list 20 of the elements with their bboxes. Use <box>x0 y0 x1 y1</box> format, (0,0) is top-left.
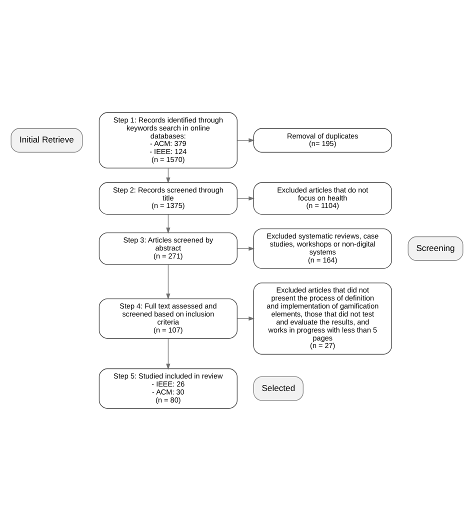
node-box: Removal of duplicates (n= 195) <box>253 128 392 152</box>
node-box: Step 4: Full text assessed and screened based on inclusion criteria (n = 107) <box>98 298 238 338</box>
node-box: Selected <box>253 376 304 400</box>
node-box: Initial Retrieve <box>10 128 83 152</box>
node-box: Step 3: Articles screened by abstract (n = 271) <box>98 232 238 264</box>
arrow <box>166 264 170 300</box>
node-box: Step 2: Records screened through title (n = 1375) <box>98 182 238 214</box>
arrow <box>166 338 170 370</box>
node-box: Excluded systematic reviews, case studies, workshops or non-digital systems (n = 164) <box>253 228 392 268</box>
arrow <box>236 196 255 200</box>
node-box: Step 5: Studied included in review - IEEE: 26 - ACM: 30 (n = 80) <box>98 368 238 408</box>
arrow <box>236 246 255 250</box>
node-box: Excluded articles that did not present the process of definition and implementation of gamification elements, those that did not test and evaluate the results, and works in progress with less than 5 pages (n = 27) <box>253 282 392 354</box>
node-box: Screening <box>408 236 464 260</box>
arrow <box>166 167 170 183</box>
node-box: Step 1: Records identified through keywords search in online databases: - ACM: 379 - IEEE: 124 (n = 1570) <box>98 112 238 168</box>
node-box: Excluded articles that do not focus on health (n = 1104) <box>253 182 392 214</box>
arrow <box>166 213 170 234</box>
arrow <box>236 316 255 320</box>
arrow <box>236 138 255 142</box>
